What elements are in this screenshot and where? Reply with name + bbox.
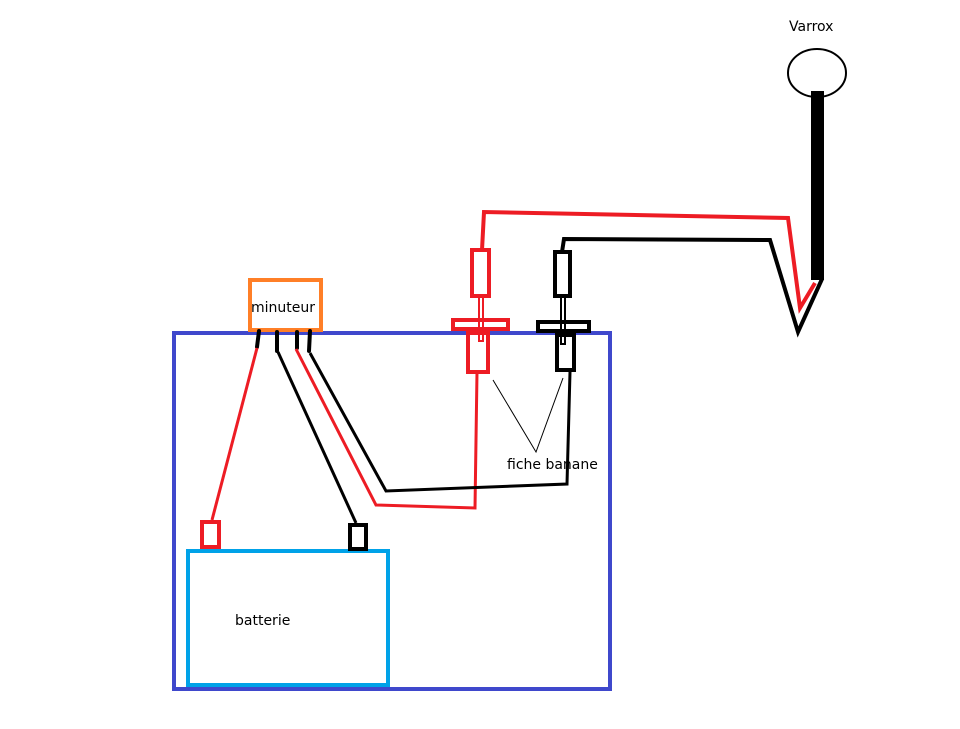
battery-negative-terminal [348, 523, 368, 551]
varrox-head [787, 48, 847, 98]
wire-black-plug-to-varrox [560, 236, 824, 338]
fiche-banane-pointer [492, 377, 564, 454]
wire-timer-to-battery-positive [210, 347, 259, 521]
battery-positive-terminal [200, 520, 221, 549]
varrox-handle [811, 91, 824, 280]
battery-box [186, 549, 390, 687]
timer-box [248, 278, 323, 332]
wire-timer-to-black-plug [308, 352, 572, 493]
wire-timer-to-red-plug [294, 348, 479, 510]
wire-timer-to-battery-negative [276, 351, 358, 524]
fiche-banane-label: fiche banane [507, 457, 598, 473]
red-banana-plug [451, 248, 510, 374]
minuteur-label: minuteur [251, 300, 316, 316]
wire-red-plug-to-varrox [480, 209, 817, 314]
varrox-label: Varrox [789, 19, 834, 35]
timer-pins [255, 329, 312, 353]
enclosure-box [172, 331, 612, 691]
black-banana-plug [536, 250, 591, 372]
batterie-label: batterie [235, 613, 291, 629]
